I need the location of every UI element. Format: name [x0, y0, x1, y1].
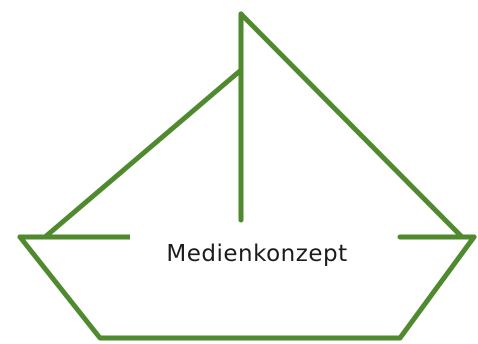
- boat-label: Medienkonzept: [130, 232, 384, 276]
- main-sail-line: [241, 14, 462, 237]
- jib-sail-line: [45, 70, 241, 237]
